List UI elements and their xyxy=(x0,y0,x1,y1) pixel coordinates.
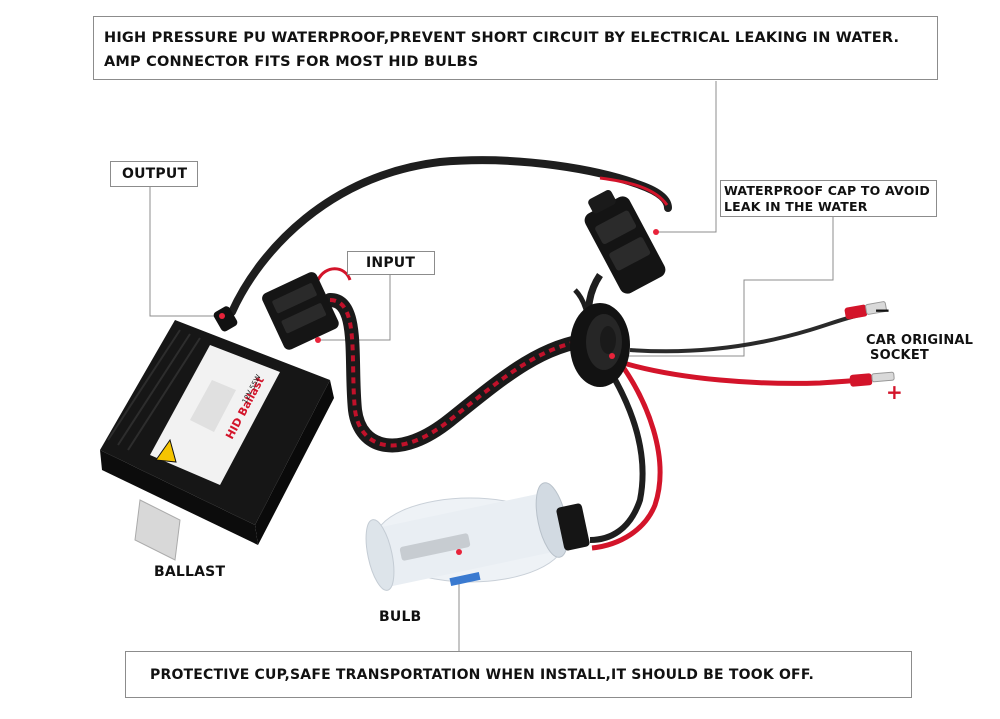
leader-waterproof xyxy=(612,217,834,357)
grommet xyxy=(570,303,630,387)
output-callout-box xyxy=(110,161,198,187)
bulb-assembly xyxy=(365,482,590,591)
ballast-label: BALLAST xyxy=(154,564,226,580)
waterproof-line2: LEAK IN THE WATER xyxy=(724,199,868,214)
input-label: INPUT xyxy=(366,255,416,271)
waterproof-callout-box xyxy=(720,180,937,217)
socket-wire-red xyxy=(619,359,863,386)
output-wire xyxy=(228,156,672,316)
top-callout-line1: HIGH PRESSURE PU WATERPROOF,PREVENT SHOR… xyxy=(104,30,900,46)
input-callout-box xyxy=(347,251,435,275)
waterproof-connector xyxy=(584,189,666,294)
bulb-wire-black xyxy=(589,353,646,543)
input-connector xyxy=(262,272,339,350)
bottom-callout-box xyxy=(125,651,912,698)
bulb-label: BULB xyxy=(379,609,422,625)
waterproof-line1: WATERPROOF CAP TO AVOID xyxy=(724,183,930,198)
top-callout-box xyxy=(93,16,938,80)
bulb-wire-red xyxy=(591,350,663,551)
ballast-body: HID Ballast 12V 55W xyxy=(100,320,334,561)
output-label: OUTPUT xyxy=(122,166,188,182)
car-socket-line1: CAR ORIGINAL xyxy=(866,333,974,348)
socket-wire-black xyxy=(629,313,861,354)
leader-output xyxy=(149,183,222,317)
input-harness xyxy=(323,293,597,453)
leader-top xyxy=(656,81,717,233)
top-callout-line2: AMP CONNECTOR FITS FOR MOST HID BULBS xyxy=(104,54,479,70)
output-wire-red xyxy=(599,176,669,206)
bottom-callout-text: PROTECTIVE CUP,SAFE TRANSPORTATION WHEN … xyxy=(150,667,815,683)
plus-sign: + xyxy=(886,380,903,404)
terminals xyxy=(844,301,895,387)
car-socket-line2: SOCKET xyxy=(870,348,929,363)
leader-input xyxy=(318,272,391,341)
minus-sign: − xyxy=(874,298,891,322)
leader-lines xyxy=(149,81,834,651)
